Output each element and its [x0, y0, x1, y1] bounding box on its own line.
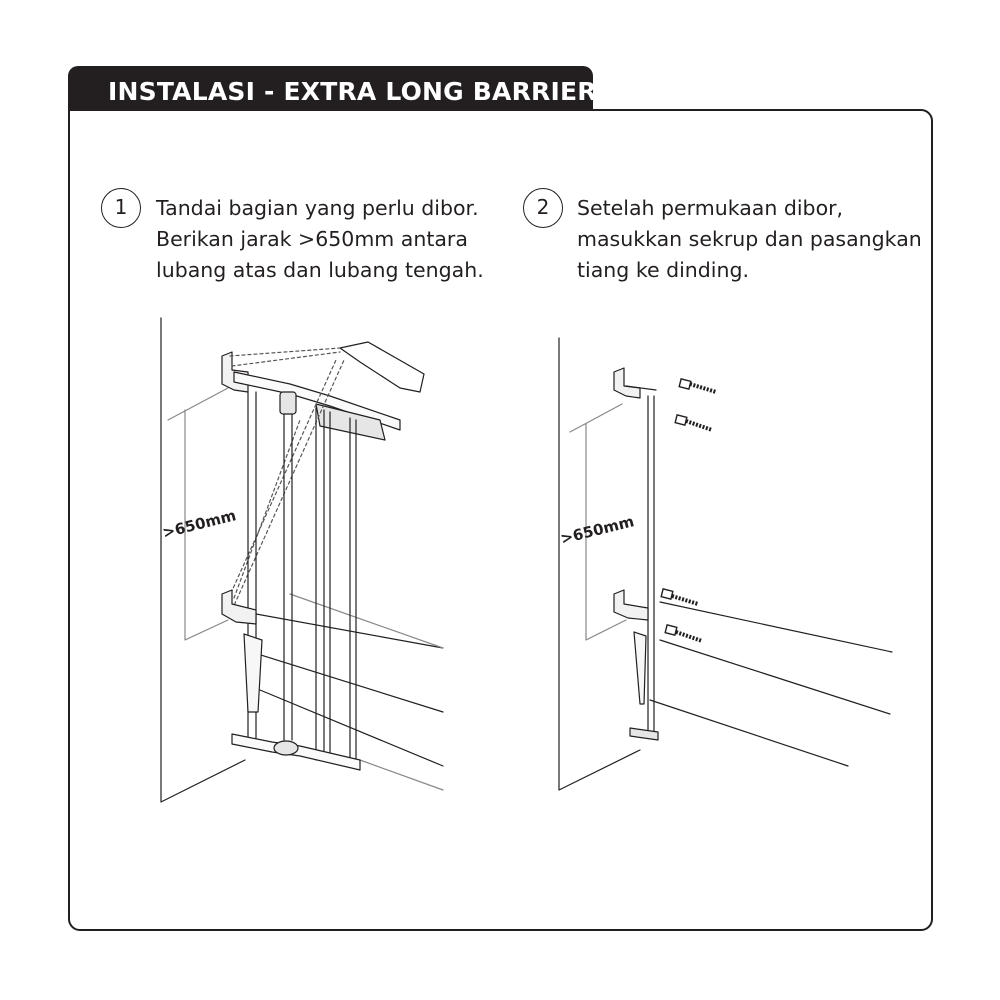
- step-1-line-1: Tandai bagian yang perlu dibor.: [156, 196, 479, 220]
- step-2-text: Setelah permukaan dibor, masukkan sekrup…: [577, 193, 922, 286]
- left-wall-edge: [160, 317, 246, 803]
- step-1-line-2: Berikan jarak >650mm antara: [156, 227, 468, 251]
- right-top-bracket-icon: [613, 367, 641, 399]
- right-dimension-label: >650mm: [559, 512, 636, 548]
- screw-icon: [664, 624, 703, 643]
- drill-icon: [339, 341, 425, 393]
- screw-icon: [660, 588, 699, 606]
- step-2-line-1: Setelah permukaan dibor,: [577, 196, 844, 220]
- right-middle-bracket-icon: [613, 589, 649, 621]
- page-title: INSTALASI - EXTRA LONG BARRIER: [108, 77, 597, 106]
- right-wall-edge: [558, 337, 641, 791]
- step-2-line-3: tiang ke dinding.: [577, 258, 750, 282]
- middle-bracket-icon: [221, 589, 257, 625]
- step-2-number: 2: [523, 188, 563, 228]
- drill-marking-illustration: [160, 317, 444, 803]
- step-1-text: Tandai bagian yang perlu dibor. Berikan …: [156, 193, 484, 286]
- step-1-number: 1: [101, 188, 141, 228]
- step-2-line-2: masukkan sekrup dan pasangkan: [577, 227, 922, 251]
- screw-icon: [678, 378, 717, 394]
- instruction-panel: [68, 109, 933, 931]
- screw-installation-illustration: [558, 337, 893, 791]
- step-1-line-3: lubang atas dan lubang tengah.: [156, 258, 484, 282]
- screw-icon: [674, 414, 713, 432]
- left-dimension-label: >650mm: [161, 506, 238, 542]
